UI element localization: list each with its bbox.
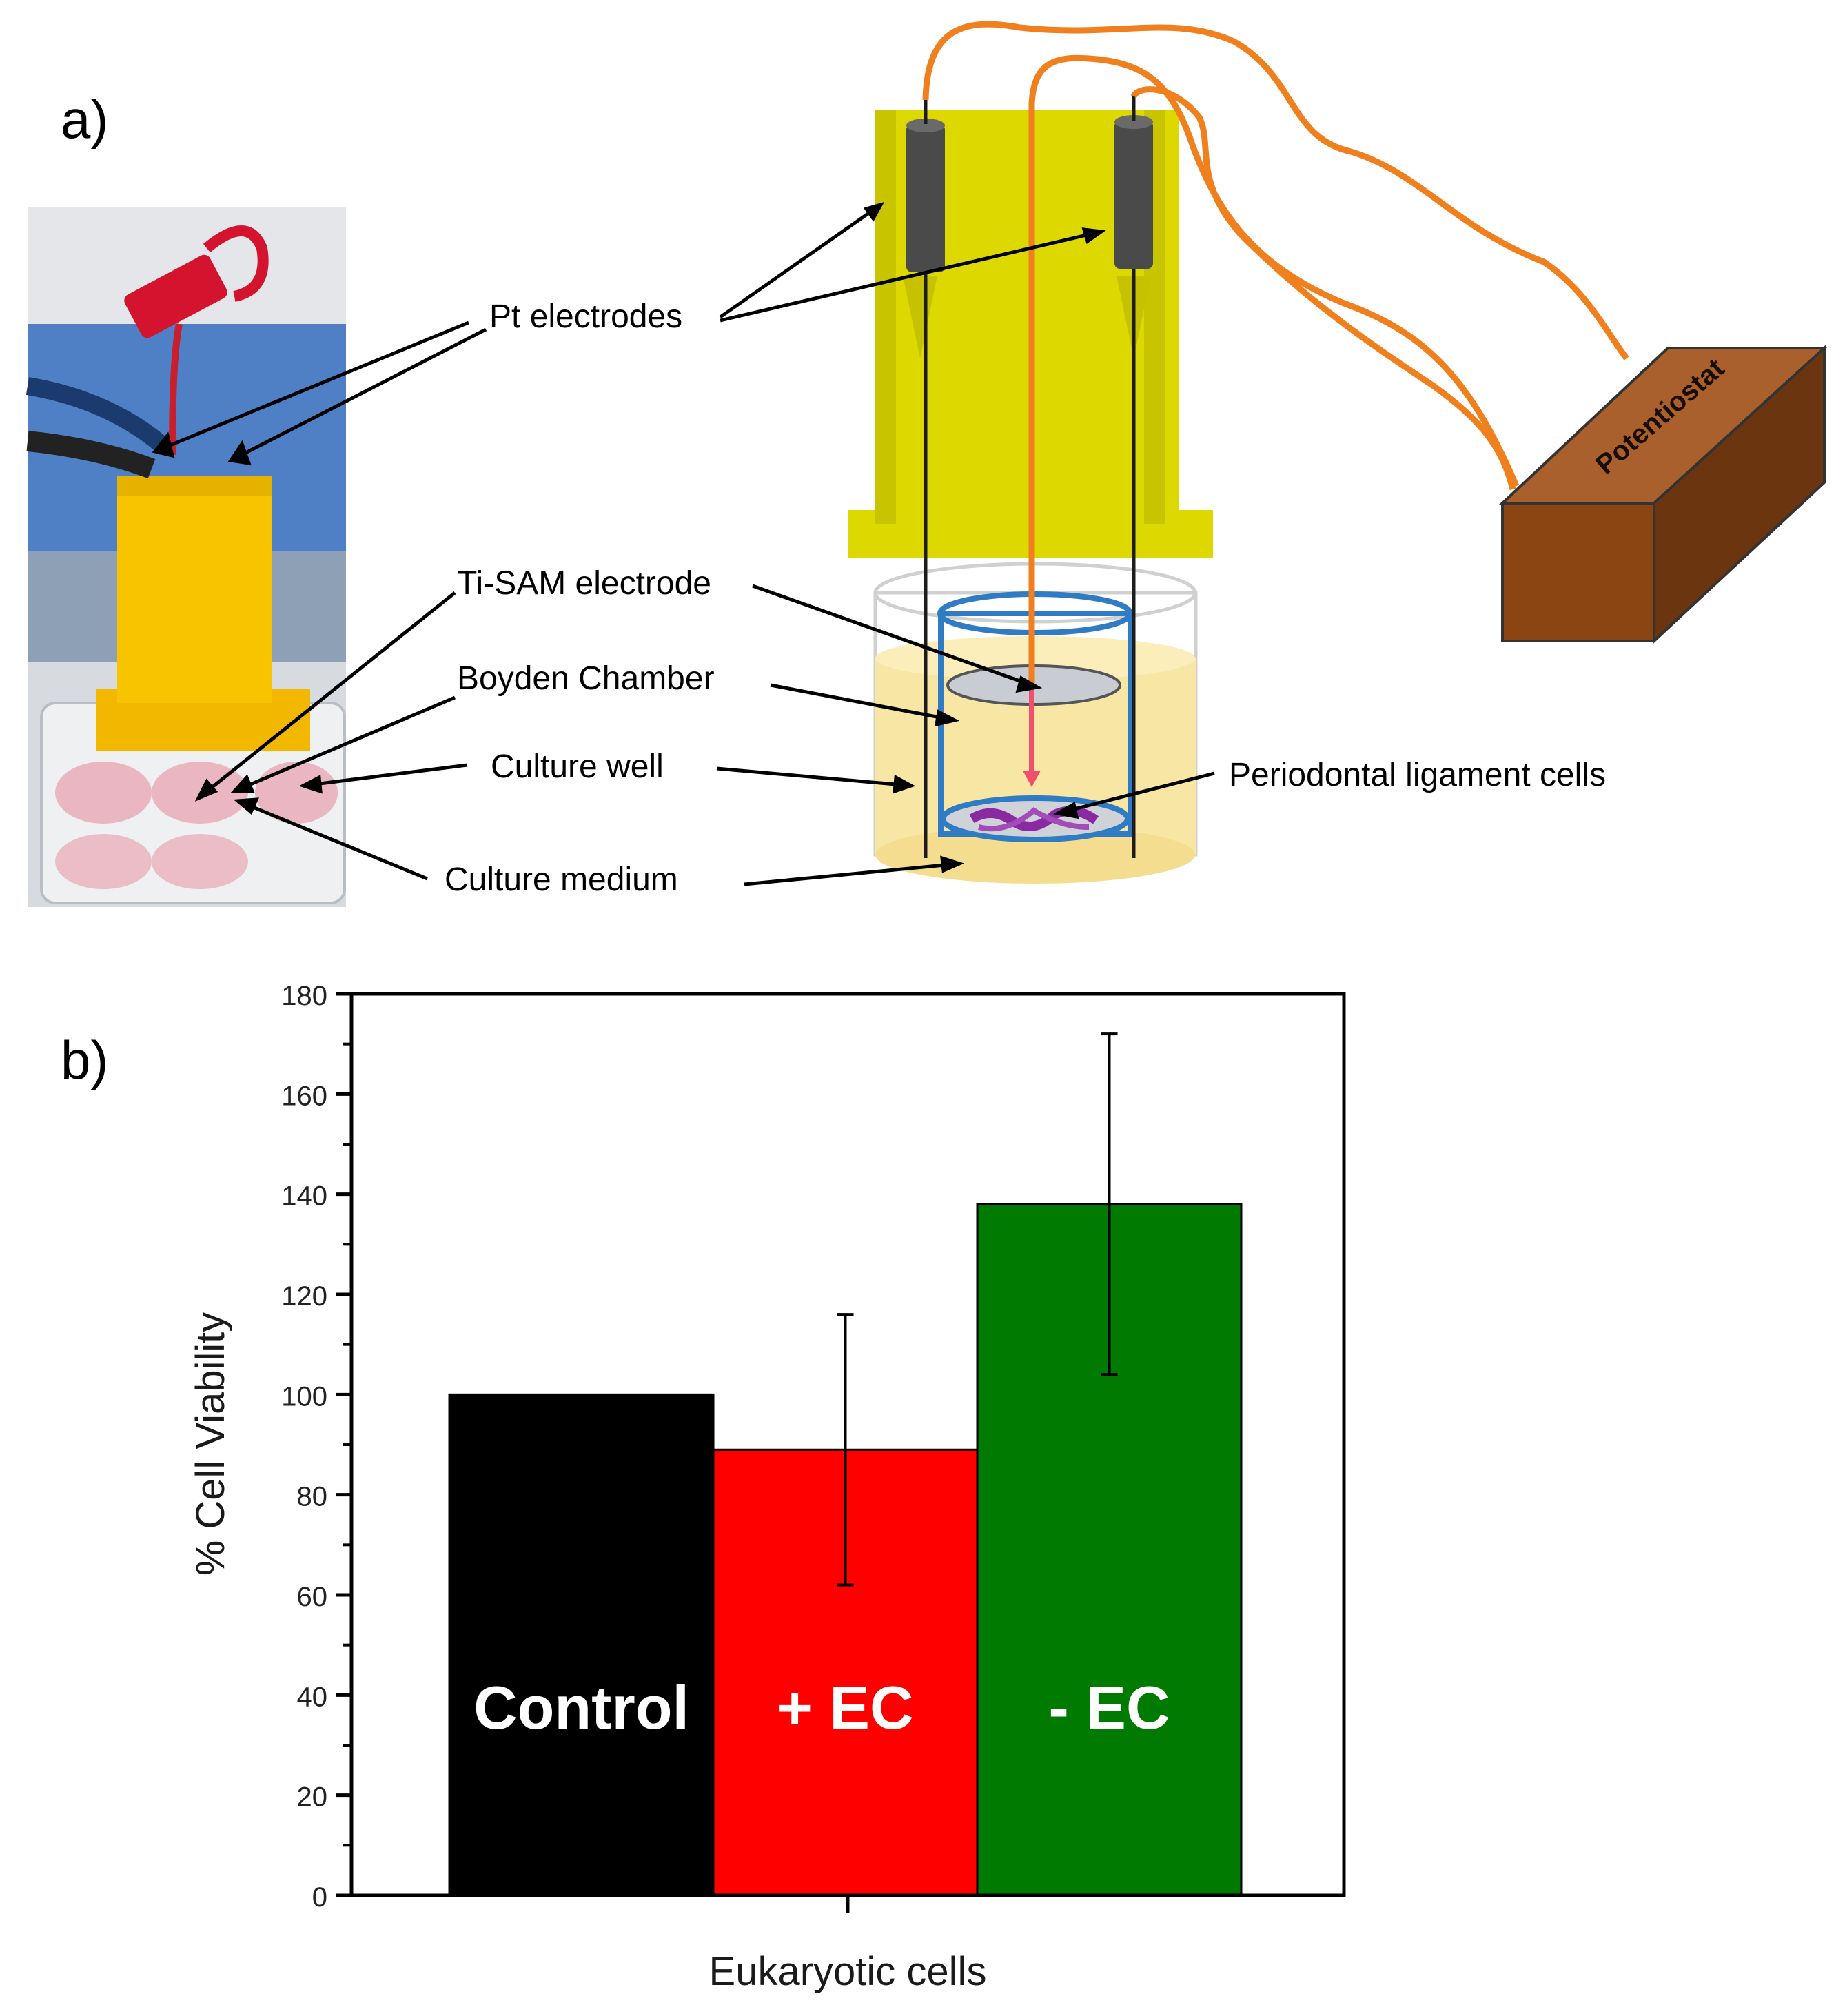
- label-pt-electrodes: Pt electrodes: [489, 298, 682, 335]
- y-tick-label: 40: [297, 1682, 328, 1712]
- y-ticks-layer: 0 20 40 60 80 100 120 140 160 180: [281, 981, 351, 1913]
- panel-b-label: b): [61, 1030, 108, 1090]
- y-tick-label: 140: [281, 1181, 327, 1212]
- y-tick-label: 20: [297, 1782, 328, 1813]
- potentiostat-box: Potentiostat: [1498, 345, 1828, 644]
- label-boyden: Boyden Chamber: [457, 660, 715, 697]
- label-culture-well: Culture well: [491, 749, 664, 785]
- bar-label: Control: [473, 1673, 689, 1742]
- y-tick-label: 60: [297, 1582, 328, 1612]
- x-axis-label: Eukaryotic cells: [709, 1949, 987, 1994]
- label-ti-sam: Ti-SAM electrode: [457, 565, 711, 602]
- culture-well-drawing: [873, 562, 1198, 884]
- y-tick-label: 180: [281, 981, 327, 1011]
- bar-labels-layer: Control + EC - EC: [473, 1673, 1170, 1742]
- y-axis-label: % Cell Viability: [188, 1312, 233, 1576]
- panel-a-label: a): [61, 89, 108, 150]
- pt-electrodes-drawing: [906, 96, 1153, 858]
- bar: [448, 1393, 715, 1897]
- bar-label: - EC: [1049, 1673, 1170, 1742]
- label-pdl-cells: Periodontal ligament cells: [1229, 757, 1606, 793]
- wires: [922, 21, 1629, 491]
- y-tick-label: 120: [281, 1281, 327, 1312]
- label-culture-medium: Culture medium: [445, 862, 678, 898]
- y-tick-label: 100: [281, 1381, 327, 1412]
- annotation-arrows: [152, 201, 1215, 886]
- y-tick-label: 0: [312, 1882, 327, 1913]
- y-tick-label: 80: [297, 1482, 328, 1512]
- y-tick-label: 160: [281, 1081, 327, 1111]
- bar-label: + EC: [777, 1673, 913, 1742]
- annotations: Pt electrodes Ti-SAM electrode Boyden Ch…: [445, 298, 1606, 898]
- error-bars-layer: [837, 1032, 1118, 1587]
- apparatus-photo: [26, 207, 346, 907]
- bar-chart: 0 20 40 60 80 100 120 140 160 180 Control + EC - EC…: [188, 981, 1346, 1994]
